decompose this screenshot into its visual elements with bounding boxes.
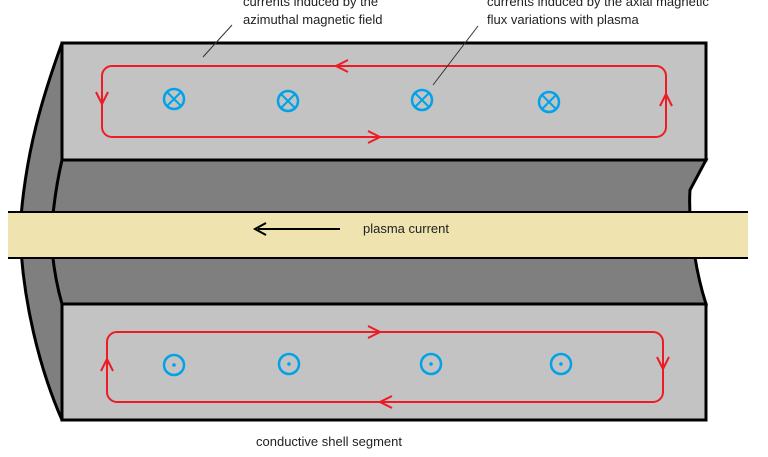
into-page-icon xyxy=(276,89,300,113)
out-of-page-icon xyxy=(162,353,186,377)
into-page-icon xyxy=(162,87,186,111)
arrow-left-icon xyxy=(377,395,393,409)
arrow-left-icon xyxy=(333,59,349,73)
into-page-icon xyxy=(537,90,561,114)
out-of-page-icon xyxy=(277,352,301,376)
out-of-page-icon xyxy=(549,352,573,376)
arrow-down-icon xyxy=(656,356,670,372)
into-page-icon xyxy=(410,88,434,112)
arrow-right-icon xyxy=(367,325,383,339)
plasma-column xyxy=(8,212,748,258)
out-of-page-icon xyxy=(419,352,443,376)
current-loop-top xyxy=(101,65,667,138)
arrow-up-icon xyxy=(100,356,114,372)
arrow-right-icon xyxy=(367,130,383,144)
azimuthal-leader-line xyxy=(202,24,233,58)
axial-leader-line xyxy=(432,25,479,86)
axial-label-line2: flux variations with plasma xyxy=(487,12,639,27)
azimuthal-label-line1: currents induced by the xyxy=(243,0,378,9)
azimuthal-label-line2: azimuthal magnetic field xyxy=(243,12,382,27)
arrow-up-icon xyxy=(659,91,673,107)
shell-segment-label: conductive shell segment xyxy=(256,434,402,449)
plasma-current-label: plasma current xyxy=(363,221,449,236)
axial-label-line1: currents induced by the axial magnetic xyxy=(487,0,709,9)
arrow-head-left-icon xyxy=(252,222,267,236)
shell-segment-top xyxy=(60,41,708,162)
arrow-down-icon xyxy=(95,91,109,107)
